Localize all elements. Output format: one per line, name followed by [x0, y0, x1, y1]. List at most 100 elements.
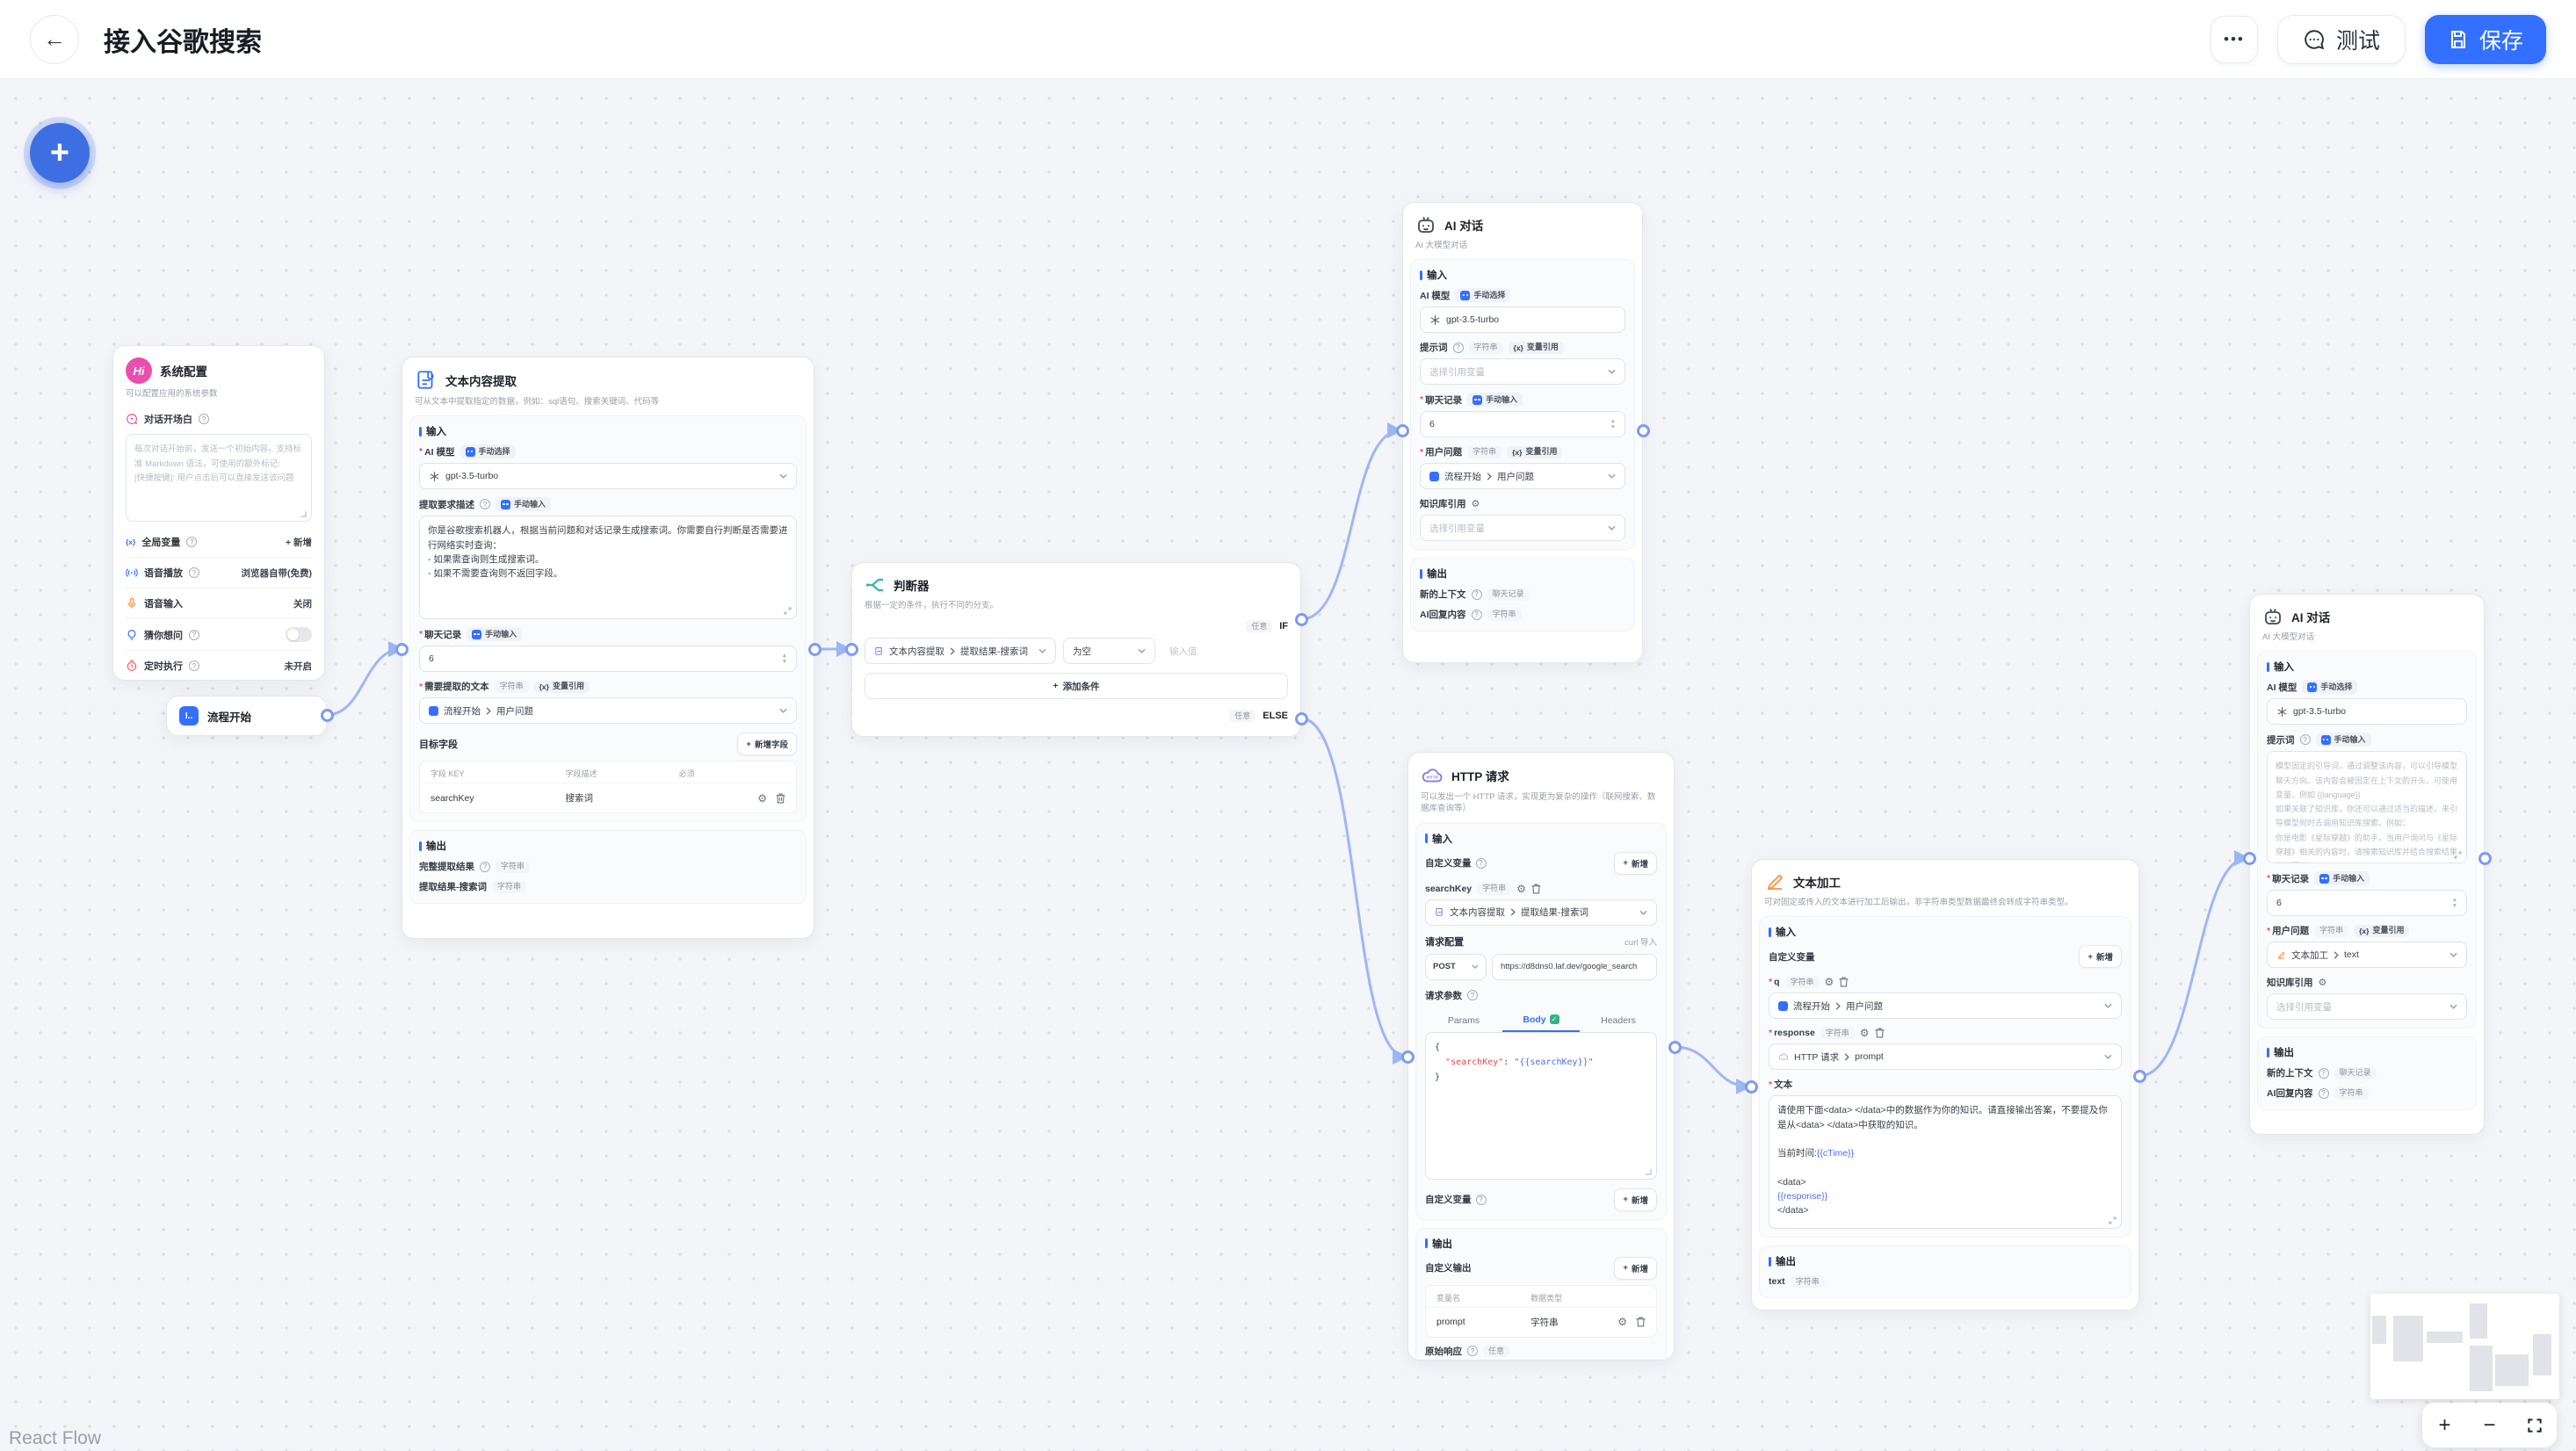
test-button[interactable]: 测试 — [2276, 14, 2406, 64]
handle-extract-out[interactable] — [807, 642, 821, 656]
add-output-button[interactable]: +新增 — [1614, 1256, 1657, 1280]
gear-icon[interactable]: ⚙ — [1617, 1316, 1627, 1329]
user-question-select[interactable]: 文本加工 text — [2267, 942, 2467, 969]
tts-value[interactable]: 浏览器自带(免费) — [241, 567, 313, 579]
chevron-down-icon — [779, 708, 787, 714]
back-button[interactable]: ← — [30, 14, 79, 64]
node-text-process[interactable]: 文本加工 可对固定或传入的文本进行加工后输出，非字符串类型数据最终会转成字符串类… — [1751, 859, 2139, 1310]
handle-flowstart-out[interactable] — [320, 708, 334, 722]
url-input[interactable]: https://d8dns0.laf.dev/google_search — [1492, 953, 1657, 980]
gear-icon[interactable]: ⚙ — [2318, 978, 2327, 989]
schedule-value[interactable]: 未开启 — [284, 661, 313, 672]
var2-ref-select[interactable]: HTTP 请求 prompt — [1769, 1043, 2122, 1071]
gear-icon[interactable]: ⚙ — [1859, 1027, 1870, 1040]
kb-ref-select[interactable]: 选择引用变量 — [1420, 515, 1625, 542]
node-flow-start[interactable]: I.. 流程开始 — [166, 696, 327, 736]
add-var-button[interactable]: +新增 — [1614, 851, 1657, 875]
question-icon: ? — [189, 567, 199, 579]
handle-condition-if[interactable] — [1294, 612, 1308, 626]
handle-condition-else[interactable] — [1294, 711, 1308, 726]
node-ai-chat-2[interactable]: AI 对话 AI 大模型对话 输入 AI 模型 手动选择 gpt-3.5-tur… — [2249, 594, 2485, 1135]
gear-icon[interactable]: ⚙ — [1824, 976, 1834, 989]
node-condition[interactable]: 判断器 根据一定的条件，执行不同的分支。 任意 IF 文本内容提取 提取结果-搜… — [851, 562, 1301, 737]
var1-ref-select[interactable]: 流程开始 用户问题 — [1769, 993, 2122, 1020]
target-text-label: 需要提取的文本 — [424, 682, 489, 693]
kb-ref-select[interactable]: 选择引用变量 — [2267, 993, 2467, 1021]
zoom-in-button[interactable]: + — [2428, 1408, 2463, 1443]
fullscreen-button[interactable] — [2517, 1408, 2552, 1443]
trash-icon[interactable] — [1875, 1028, 1885, 1038]
trash-icon[interactable] — [1636, 1316, 1646, 1328]
trash-icon[interactable] — [1839, 977, 1849, 987]
handle-aichat2-in[interactable] — [2242, 851, 2256, 865]
handle-http-in[interactable] — [1400, 1050, 1415, 1064]
desc-textarea[interactable]: 你是谷歌搜索机器人，根据当前问题和对话记录生成搜索词。你需要自行判断是否需要进行… — [419, 516, 797, 620]
zoom-out-button[interactable]: − — [2472, 1408, 2507, 1443]
node-system-config[interactable]: Hi 系统配置 可以配置应用的系统参数 对话开场白 ? 每次对话开始前，发送一个… — [112, 345, 325, 681]
var-ref-select[interactable]: 文本内容提取 提取结果-搜索词 — [1425, 899, 1657, 926]
model-select[interactable]: gpt-3.5-turbo — [2267, 698, 2467, 726]
save-button[interactable]: 保存 — [2424, 14, 2546, 64]
prompt-textarea[interactable]: 模型固定的引导词，通过调整该内容，可以引导模型聊天方向。该内容会被固定在上下文的… — [2267, 751, 2467, 864]
add-node-button[interactable]: + — [30, 123, 90, 183]
condition-op-select[interactable]: 为空 — [1063, 638, 1155, 665]
handle-aichat1-out[interactable] — [1636, 423, 1650, 437]
add-var-button[interactable]: +新增 — [2079, 945, 2122, 969]
handle-textprocess-in[interactable] — [1744, 1079, 1758, 1094]
history-rounds-input[interactable]: 6 ▲▼ — [2267, 890, 2467, 917]
add-global-var-button[interactable]: + 新增 — [285, 537, 312, 548]
expand-icon[interactable] — [2454, 851, 2462, 859]
method-select[interactable]: POST — [1425, 953, 1487, 980]
handle-aichat2-out[interactable] — [2478, 851, 2492, 865]
add-var-button[interactable]: +新增 — [1614, 1188, 1657, 1211]
prompt-select[interactable]: 选择引用变量 — [1420, 358, 1625, 386]
output-section-title: 输出 — [1427, 569, 1447, 581]
handle-condition-in[interactable] — [844, 642, 858, 656]
model-select[interactable]: gpt-3.5-turbo — [1420, 307, 1625, 334]
handle-http-out[interactable] — [1668, 1040, 1682, 1054]
stt-value[interactable]: 关闭 — [293, 598, 312, 610]
target-text-select[interactable]: 流程开始 用户问题 — [419, 697, 797, 725]
stepper-down-icon[interactable]: ▼ — [781, 658, 787, 665]
trash-icon[interactable] — [776, 792, 785, 805]
guess-toggle[interactable] — [286, 627, 312, 643]
condition-ref-select[interactable]: 文本内容提取 提取结果-搜索词 — [865, 638, 1056, 665]
tab-params[interactable]: Params — [1447, 1014, 1480, 1026]
tab-body[interactable]: Body✓ — [1502, 1009, 1580, 1032]
body-editor[interactable]: { "searchKey": "{{searchKey}}" } — [1425, 1031, 1657, 1180]
expand-icon[interactable] — [2109, 1216, 2117, 1224]
node-http-request[interactable]: HTTP HTTP 请求 可以发出一个 HTTP 请求，实现更为复杂的操作（联网… — [1407, 752, 1675, 1361]
flow-canvas[interactable]: + Hi 系统配置 可以配置应用的系统参数 对话开场白 — [0, 79, 2576, 1451]
question-icon: ? — [186, 537, 198, 548]
trash-icon[interactable] — [1531, 884, 1541, 894]
more-button[interactable]: ••• — [2210, 15, 2258, 63]
add-condition-button[interactable]: +添加条件 — [865, 673, 1288, 700]
handle-extract-in[interactable] — [394, 642, 409, 656]
stepper-up-icon[interactable]: ▲ — [781, 652, 787, 659]
handle-textprocess-out[interactable] — [2132, 1069, 2146, 1083]
stepper-up-icon[interactable]: ▲ — [1610, 417, 1616, 424]
node-content-extract[interactable]: 文本内容提取 可从文本中提取指定的数据，例如：sql语句、搜索关键词、代码等 输… — [402, 357, 814, 939]
gear-icon[interactable]: ⚙ — [1516, 882, 1526, 895]
curl-import-button[interactable]: curl 导入 — [1624, 937, 1657, 948]
raw-response-label: 原始响应 — [1425, 1346, 1462, 1357]
gear-icon[interactable]: ⚙ — [757, 791, 767, 805]
stepper-down-icon[interactable]: ▼ — [2451, 902, 2457, 909]
minimap[interactable] — [2370, 1294, 2559, 1399]
model-select[interactable]: gpt-3.5-turbo — [419, 463, 797, 490]
condition-value-input[interactable]: 输入值 — [1169, 646, 1198, 657]
handle-aichat1-in[interactable] — [1395, 423, 1409, 437]
chevron-right-icon — [1844, 1053, 1849, 1061]
add-field-button[interactable]: +新增字段 — [737, 733, 797, 756]
welcome-textarea[interactable]: 每次对话开始前，发送一个初始内容。支持标准 Markdown 语法，可使用的额外… — [126, 434, 312, 523]
history-rounds-input[interactable]: 6 ▲▼ — [419, 646, 797, 673]
text-template-textarea[interactable]: 请使用下面<data> </data>中的数据作为你的知识。请直接输出答案，不要… — [1769, 1095, 2122, 1230]
tab-headers[interactable]: Headers — [1601, 1014, 1636, 1026]
stepper-down-icon[interactable]: ▼ — [1610, 423, 1616, 430]
node-ai-chat-1[interactable]: AI 对话 AI 大模型对话 输入 AI 模型 手动选择 gpt-3.5-tur… — [1402, 202, 1643, 663]
history-rounds-input[interactable]: 6 ▲▼ — [1420, 411, 1625, 438]
user-question-select[interactable]: 流程开始 用户问题 — [1420, 463, 1625, 490]
gear-icon[interactable]: ⚙ — [1471, 499, 1480, 510]
stepper-up-icon[interactable]: ▲ — [2451, 896, 2457, 903]
expand-icon[interactable] — [784, 607, 792, 615]
